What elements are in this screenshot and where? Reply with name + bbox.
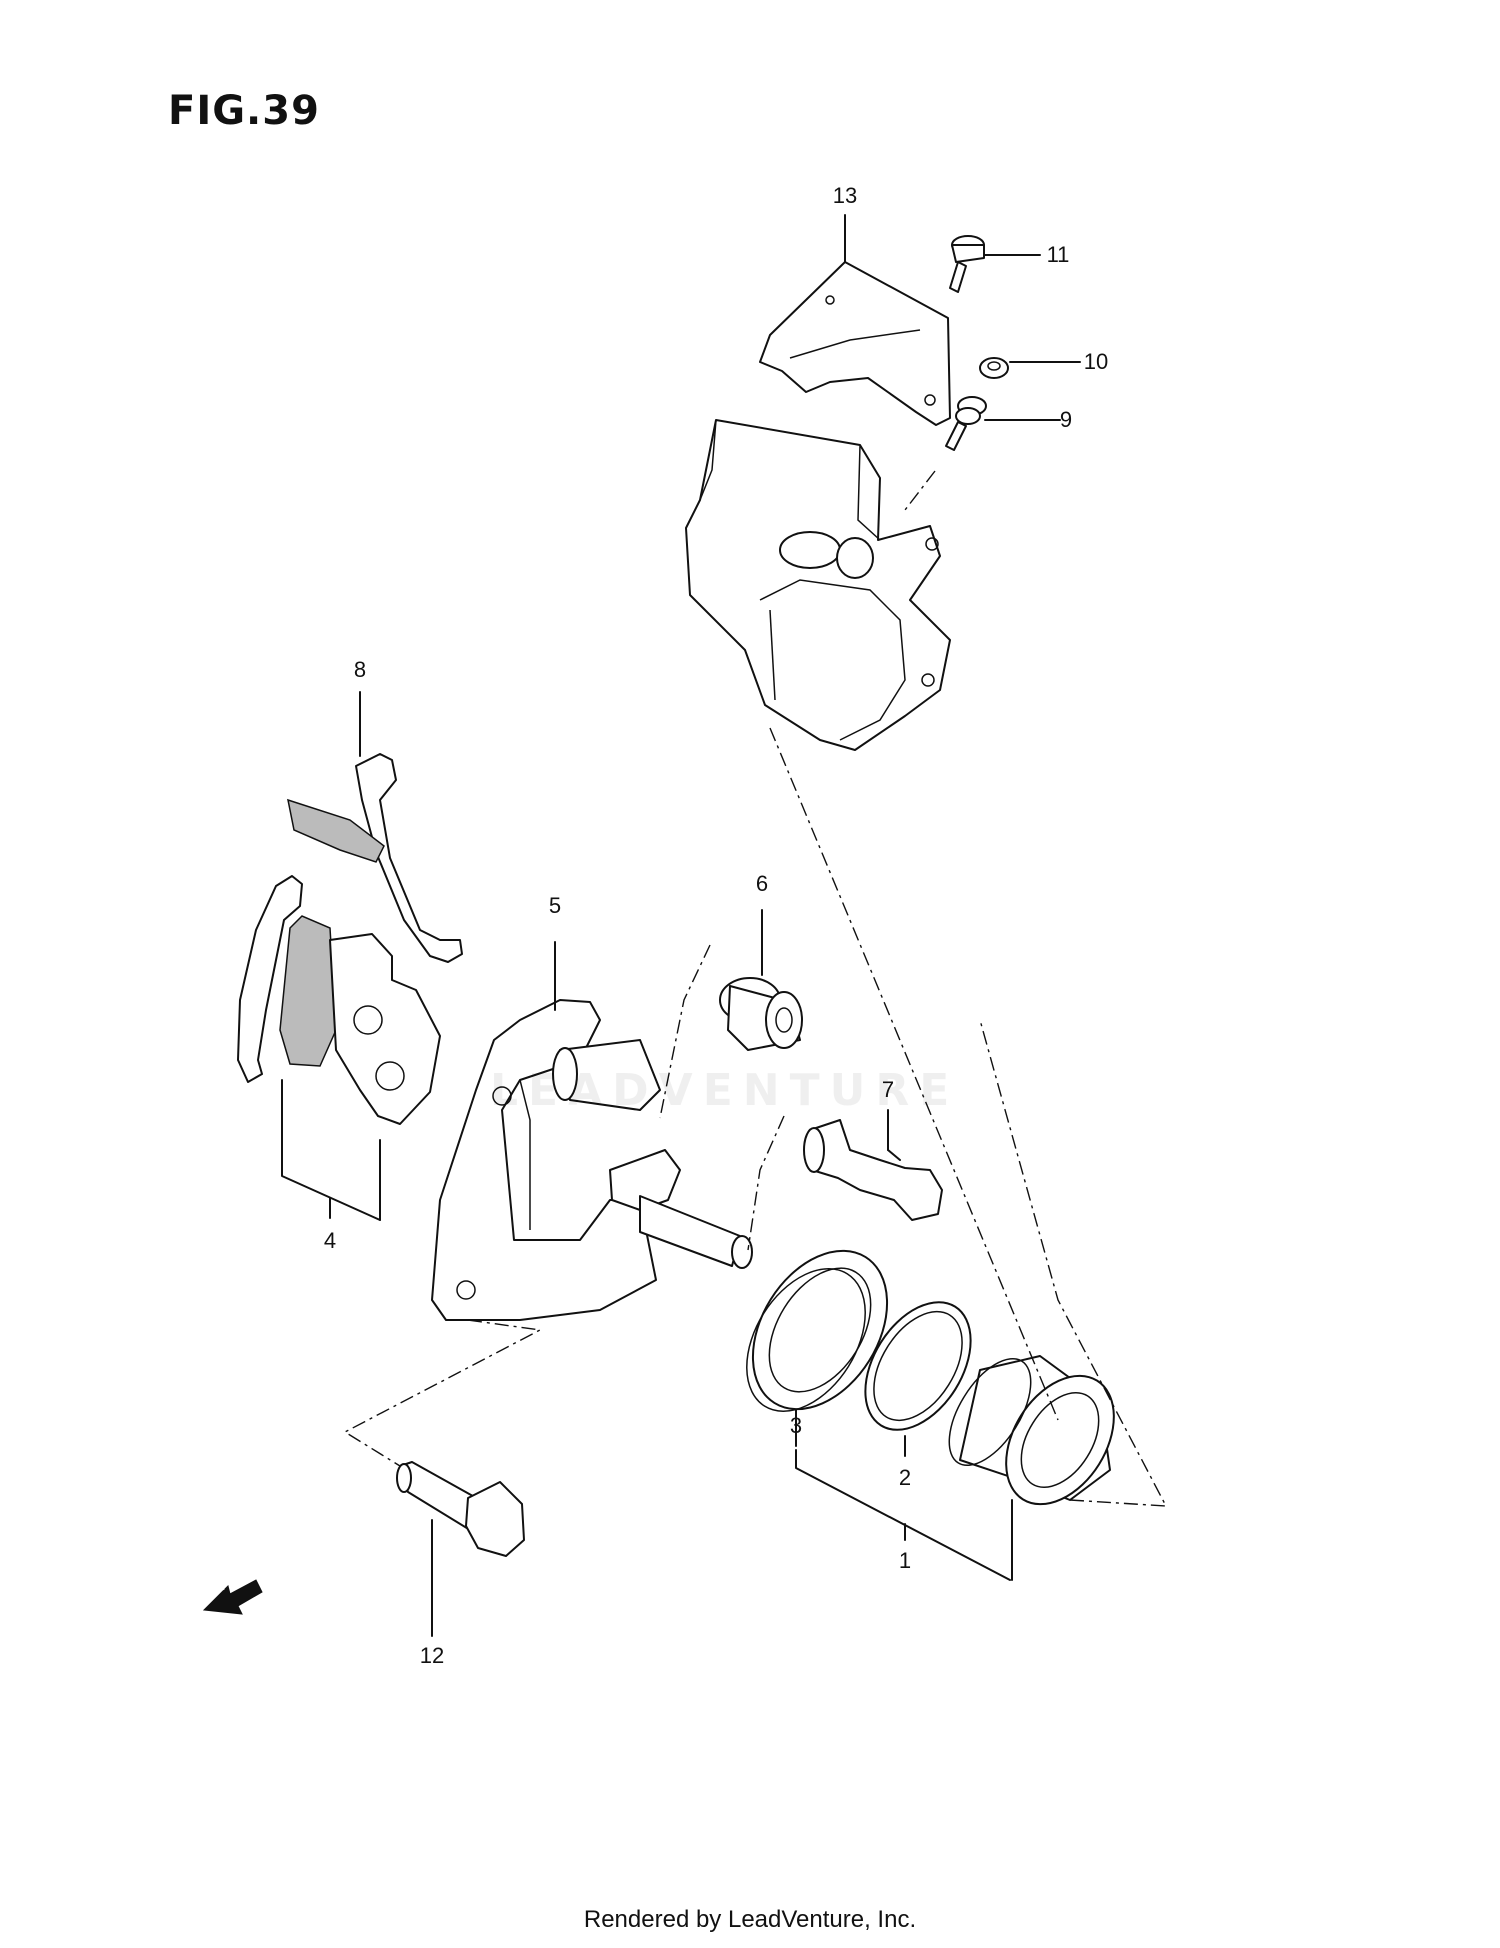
callout-6: 6 — [755, 871, 769, 896]
part-9-bolt — [945, 396, 1061, 451]
callout-9: 9 — [1059, 407, 1073, 432]
part-3-dust-seal — [746, 1249, 889, 1447]
callout-11: 11 — [1046, 242, 1070, 267]
callout-3: 3 — [789, 1413, 803, 1438]
part-8-pad-spring — [287, 691, 463, 963]
part-4-brake-pads — [237, 875, 441, 1221]
callout-8: 8 — [353, 657, 367, 682]
fwd-arrow-icon — [202, 1579, 263, 1615]
part-6-pin-boot — [719, 909, 803, 1051]
part-7-slide-pin — [803, 1109, 943, 1221]
callout-5: 5 — [548, 893, 562, 918]
callout-2: 2 — [898, 1465, 912, 1490]
part-5-caliper-bracket — [431, 941, 753, 1321]
callout-12: 12 — [419, 1643, 445, 1668]
part-13-caliper-cover — [759, 214, 951, 426]
callout-1: 1 — [898, 1548, 912, 1573]
figure-title: FIG.39 — [168, 88, 320, 134]
part-1-piston — [795, 1355, 1115, 1581]
callout-13: 13 — [832, 183, 858, 208]
part-11-bolt — [949, 235, 1041, 293]
footer-credit: Rendered by LeadVenture, Inc. — [583, 1906, 917, 1933]
part-12-bracket-bolt — [396, 1461, 525, 1637]
callout-10: 10 — [1083, 349, 1109, 374]
callout-7: 7 — [881, 1077, 895, 1102]
assembly-guide-lines — [343, 470, 1168, 1507]
caliper-body — [685, 419, 951, 751]
callout-4: 4 — [323, 1228, 337, 1253]
part-2-piston-seal — [864, 1301, 972, 1457]
leadventure-watermark: LEADVENTURE — [490, 1065, 960, 1116]
part-10-collar — [979, 357, 1081, 379]
